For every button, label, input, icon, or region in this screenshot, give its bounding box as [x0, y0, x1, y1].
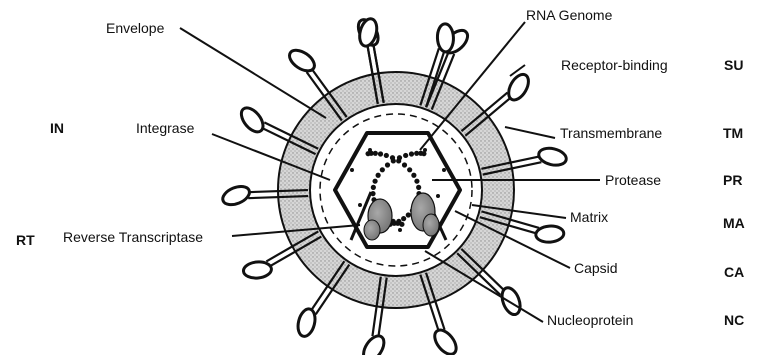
rna-bead: [358, 203, 362, 207]
abbr-su: SU: [724, 57, 743, 73]
abbr-nc: NC: [724, 312, 744, 328]
rna-bead: [398, 228, 402, 232]
rna-bead: [371, 185, 376, 190]
rna-bead: [442, 168, 446, 172]
rna-bead: [414, 151, 419, 156]
rna-bead: [411, 173, 416, 178]
rna-bead: [378, 151, 383, 156]
rna-bead: [414, 179, 419, 184]
rna-bead: [423, 148, 427, 152]
label-integrase: Integrase: [136, 120, 195, 136]
label-nucleoprotein: Nucleoprotein: [547, 312, 633, 328]
abbr-rt: RT: [16, 232, 35, 248]
rna-bead: [350, 168, 354, 172]
rna-bead: [407, 167, 412, 172]
label-envelope: Envelope: [106, 20, 165, 36]
label-receptor-binding: Receptor-binding: [561, 57, 668, 73]
rna-bead: [373, 151, 378, 156]
rna-bead: [403, 153, 408, 158]
rna-bead: [372, 179, 377, 184]
label-matrix: Matrix: [570, 209, 608, 225]
rna-bead: [384, 153, 389, 158]
abbr-ca: CA: [724, 264, 744, 280]
rna-bead: [391, 158, 396, 163]
rna-bead: [370, 191, 375, 196]
rna-bead: [396, 158, 401, 163]
label-transmembrane: Transmembrane: [560, 125, 662, 141]
label-capsid: Capsid: [574, 260, 618, 276]
label-reverse-transcriptase: Reverse Transcriptase: [63, 229, 203, 245]
rna-bead: [385, 162, 390, 167]
abbr-ma: MA: [723, 215, 745, 231]
rna-bead: [368, 148, 372, 152]
label-rna-genome: RNA Genome: [526, 7, 613, 23]
label-protease: Protease: [605, 172, 661, 188]
abbr-tm: TM: [723, 125, 743, 141]
rna-bead: [376, 173, 381, 178]
rna-bead: [436, 194, 440, 198]
abbr-in: IN: [50, 120, 64, 136]
abbr-pr: PR: [723, 172, 742, 188]
rna-bead: [380, 167, 385, 172]
rna-bead: [406, 212, 411, 217]
rna-bead: [401, 216, 406, 221]
rna-bead: [399, 222, 404, 227]
rna-bead: [409, 151, 414, 156]
rna-bead: [416, 185, 421, 190]
rna-bead: [402, 162, 407, 167]
